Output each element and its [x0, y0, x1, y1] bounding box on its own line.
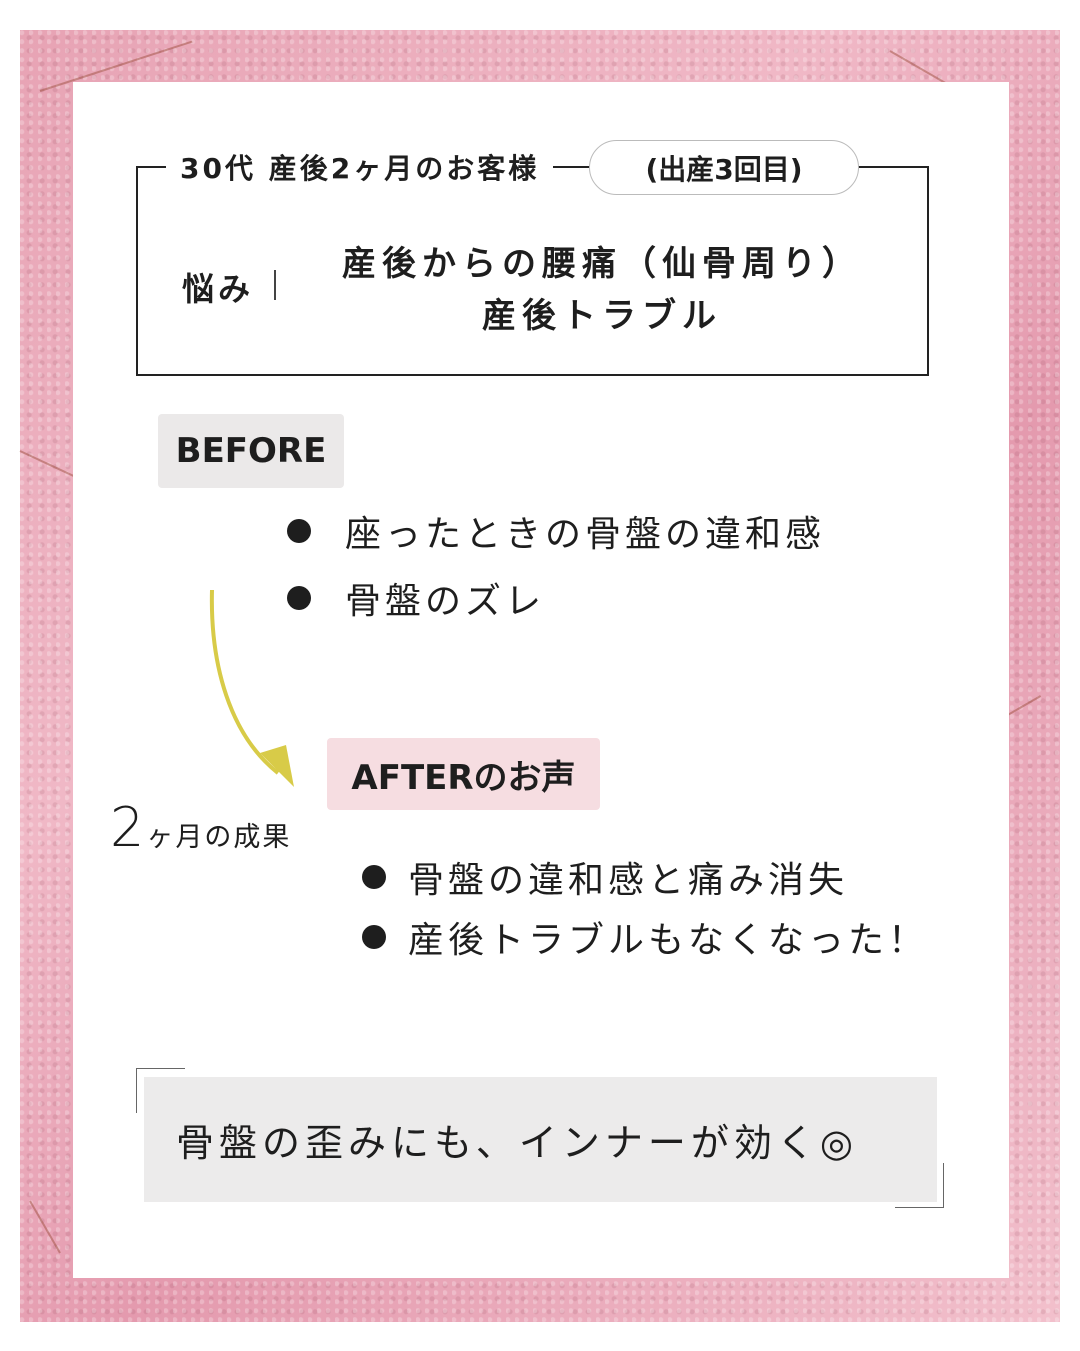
corner-bracket-bottom-right [895, 1163, 944, 1208]
bullet-dot-icon [287, 586, 311, 610]
list-item: 骨盤のズレ [287, 572, 545, 624]
worry-label: 悩み [182, 270, 255, 308]
customer-label: 30代 産後2ヶ月のお客様 [166, 142, 554, 192]
list-item: 座ったときの骨盤の違和感 [287, 505, 825, 557]
after-item: 骨盤の違和感と痛み消失 [408, 860, 849, 901]
bullet-dot-icon [287, 519, 311, 543]
crack-decoration [29, 1200, 61, 1254]
after-item: 産後トラブルもなくなった！ [408, 920, 929, 961]
worry-separator [274, 270, 276, 300]
result-label: 2 ヶ月の成果 [110, 796, 291, 859]
worry-text: 産後トラブル [482, 296, 722, 336]
summary-box: 骨盤の歪みにも、インナーが効く◎ [144, 1077, 937, 1202]
result-number: 2 [110, 796, 145, 859]
birth-count-pill: (出産3回目) [589, 140, 859, 195]
before-tag: BEFORE [158, 414, 344, 488]
curved-arrow-down-right-icon [209, 589, 294, 787]
before-item: 座ったときの骨盤の違和感 [345, 514, 826, 555]
list-item: 産後トラブルもなくなった！ [362, 911, 928, 963]
list-item: 骨盤の違和感と痛み消失 [362, 851, 848, 903]
bullet-dot-icon [362, 865, 386, 889]
after-tag: AFTERのお声 [327, 738, 600, 810]
corner-bracket-top-left [136, 1068, 185, 1113]
before-item: 骨盤のズレ [345, 581, 546, 622]
bullet-dot-icon [362, 925, 386, 949]
result-text: ヶ月の成果 [146, 822, 292, 853]
summary-text: 骨盤の歪みにも、インナーが効く◎ [176, 1121, 859, 1165]
worry-text: 産後からの腰痛（仙骨周り） [342, 244, 862, 284]
